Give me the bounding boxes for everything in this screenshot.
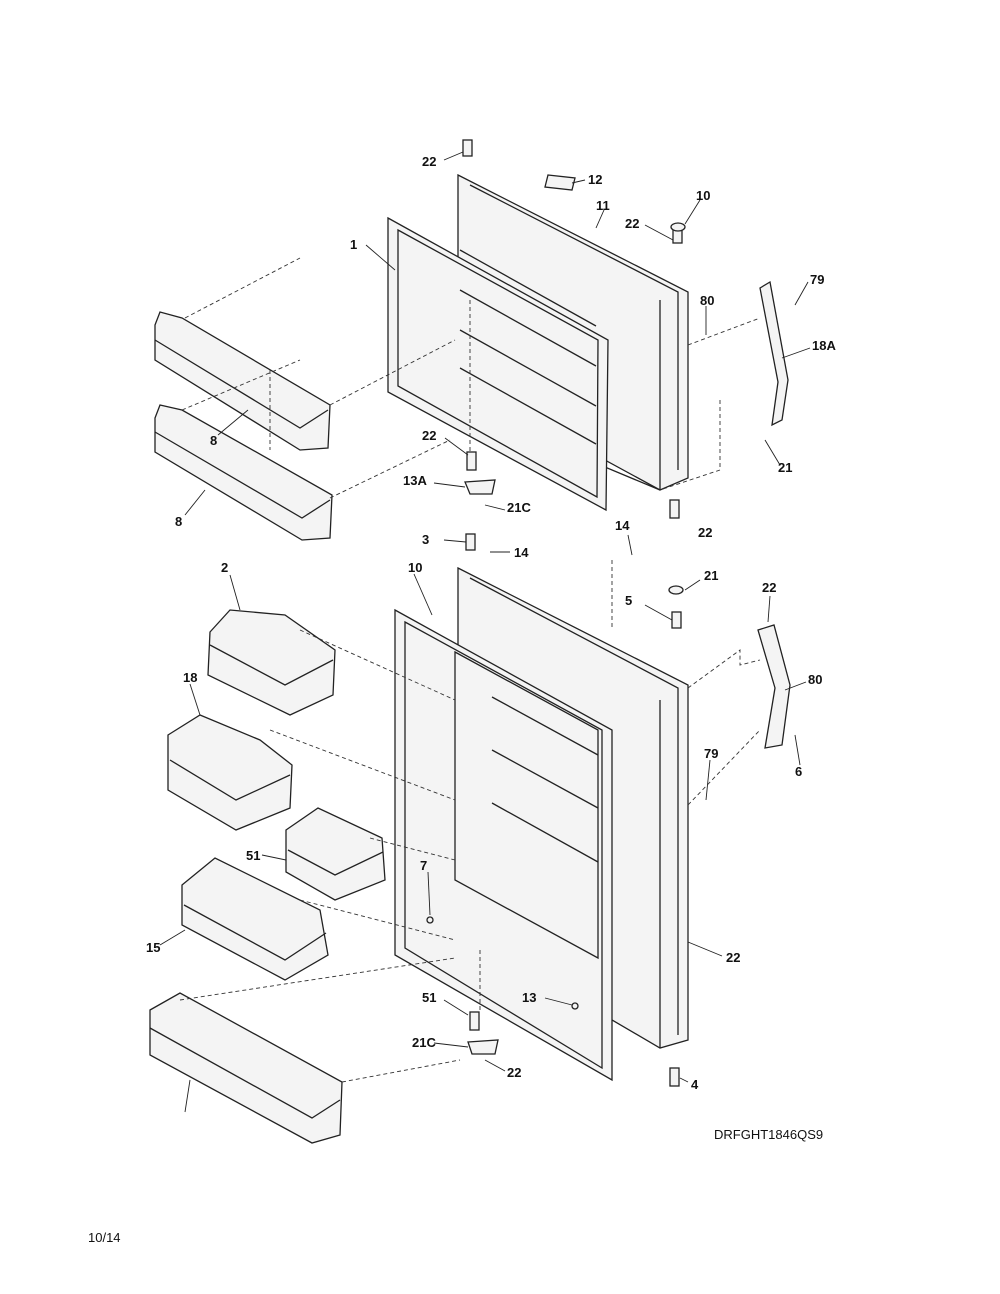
callout-label: 3: [422, 532, 429, 547]
callout-label: 8: [175, 514, 182, 529]
door-bin-6: [285, 807, 386, 901]
callout-label: 18: [183, 670, 197, 685]
freezer-hinge-pins: [462, 139, 686, 519]
door-bin-7: [181, 857, 329, 981]
callout-labels: 22 12 10 11 22 1 79 80 18A 8 22 21 13A 2…: [146, 154, 836, 1092]
freezer-assembly-lines: [181, 257, 761, 499]
callout-label: 79: [810, 272, 824, 287]
fresh-food-assembly-lines: [179, 560, 761, 1083]
callout-label: 13: [522, 990, 536, 1005]
diagram-code: DRFGHT1846QS9: [714, 1127, 824, 1142]
door-bin-5: [167, 714, 293, 831]
freezer-door-shelf-upper: [154, 311, 331, 451]
callout-label: 11: [596, 198, 610, 213]
freezer-handle: [759, 280, 789, 427]
callout-label: 18A: [812, 338, 836, 353]
callout-label: 21: [704, 568, 718, 583]
callout-label: 6: [795, 764, 802, 779]
callout-label: 80: [808, 672, 822, 687]
callout-label: 22: [726, 950, 740, 965]
callout-label: 1: [350, 237, 357, 252]
callout-label: 10: [696, 188, 710, 203]
callout-label: 12: [588, 172, 602, 187]
callout-label: 21: [778, 460, 792, 475]
callout-label: 51: [422, 990, 436, 1005]
dairy-compartment: [207, 609, 336, 716]
callout-label: 2: [221, 560, 228, 575]
callout-label: 22: [422, 154, 436, 169]
callout-label: 10: [408, 560, 422, 575]
fresh-food-handle: [757, 624, 791, 749]
freezer-door-shelf-lower: [154, 404, 333, 541]
callout-label: 14: [615, 518, 630, 533]
freezer-door-gasket: [387, 216, 609, 512]
callout-label: 21C: [412, 1035, 436, 1050]
callout-leaders: [159, 151, 811, 1113]
callout-label: 13A: [403, 473, 427, 488]
callout-label: 51: [246, 848, 260, 863]
fresh-food-door-liner: [454, 650, 599, 960]
fresh-food-door-gasket: [394, 608, 613, 1082]
callout-label: 7: [420, 858, 427, 873]
callout-label: 15: [146, 940, 160, 955]
callout-label: 79: [704, 746, 718, 761]
door-bin-4: [149, 992, 343, 1144]
callout-label: 21C: [507, 500, 531, 515]
callout-label: 80: [700, 293, 714, 308]
page-number: 10/14: [88, 1230, 121, 1245]
fresh-food-hinge-pins: [426, 533, 684, 1087]
callout-label: 22: [698, 525, 712, 540]
callout-label: 14: [514, 545, 529, 560]
callout-label: 22: [625, 216, 639, 231]
callout-label: 5: [625, 593, 632, 608]
callout-label: 22: [507, 1065, 521, 1080]
callout-label: 22: [762, 580, 776, 595]
callout-label: 4: [691, 1077, 699, 1092]
callout-label: 8: [210, 433, 217, 448]
freezer-door-liner-ribs: [459, 249, 597, 445]
callout-label: 22: [422, 428, 436, 443]
